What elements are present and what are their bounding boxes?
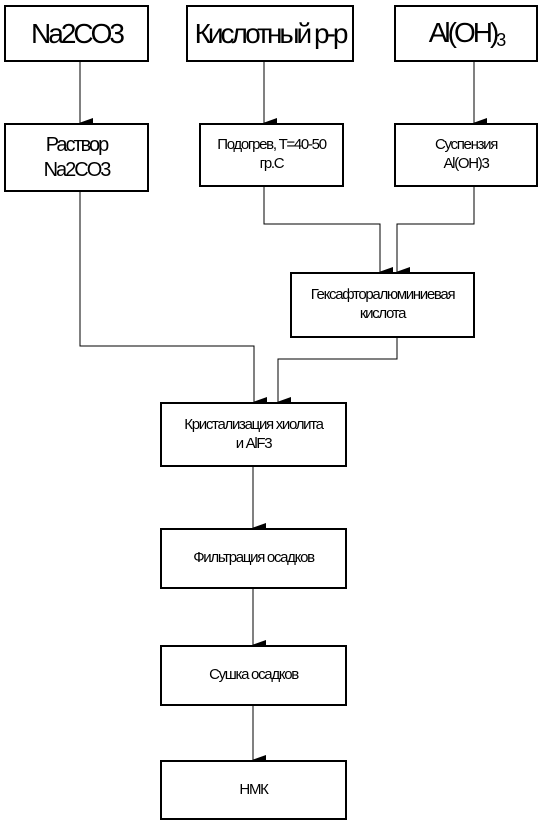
filt-label: Фильтрация осадков	[193, 549, 315, 567]
arrow-hfa-to-cryst	[277, 338, 398, 407]
arrow-susp-to-hfa	[396, 187, 475, 277]
box-filtration: Фильтрация осадков	[160, 528, 347, 589]
box-crystallization: Кристализация хиолита и AlF3	[160, 402, 347, 467]
cryst-line2: и AlF3	[235, 434, 273, 452]
box-acid-solution-label: Кислотный р-р	[194, 18, 349, 49]
box-na2co3-label: Na2CO3	[31, 18, 125, 49]
heat-line2: гр.С	[259, 155, 285, 172]
aloh-main-text: Al(OH)	[428, 17, 500, 49]
box-hexafluoroaluminic-acid: Гексафторалюминиевая кислота	[290, 272, 475, 338]
arrow-rastvor-to-cryst	[79, 192, 267, 407]
hfa-line2: кислота	[359, 305, 407, 322]
dry-label: Сушка осадков	[209, 666, 299, 684]
box-aluminium-hydroxide-label: Al(OH)3	[428, 15, 507, 52]
arrow-heat-to-hfa	[263, 187, 393, 277]
box-heating: Подогрев, T=40-50 гр.С	[199, 123, 344, 187]
nmk-label: НМК	[239, 780, 268, 798]
susp-line1: Суспензия	[434, 136, 498, 154]
rastvor-line2: Na2CO3	[43, 158, 112, 181]
susp-line2: Al(OH)3	[443, 155, 489, 172]
box-acid-solution: Кислотный р-р	[186, 5, 354, 62]
box-na2co3-solution: Раствор Na2CO3	[4, 123, 149, 192]
cryst-line1: Кристализация хиолита	[184, 415, 324, 433]
box-nmk: НМК	[160, 760, 347, 820]
hfa-line1: Гексафторалюминиевая	[310, 286, 456, 304]
box-drying: Сушка осадков	[160, 645, 347, 706]
box-na2co3-solution-text: Раствор Na2CO3	[43, 133, 112, 183]
rastvor-line1: Раствор	[45, 133, 110, 156]
box-na2co3: Na2CO3	[4, 5, 149, 62]
box-aluminium-hydroxide: Al(OH)3	[394, 5, 538, 62]
box-hexafluoroaluminic-acid-text: Гексафторалюминиевая кислота	[310, 286, 456, 324]
box-suspension-text: Суспензия Al(OH)3	[434, 136, 498, 174]
heat-line1: Подогрев, T=40-50	[217, 136, 327, 154]
aloh-subscript: 3	[496, 30, 506, 51]
box-suspension: Суспензия Al(OH)3	[394, 123, 538, 187]
box-crystallization-text: Кристализация хиолита и AlF3	[184, 415, 324, 454]
box-heating-text: Подогрев, T=40-50 гр.С	[217, 136, 327, 174]
